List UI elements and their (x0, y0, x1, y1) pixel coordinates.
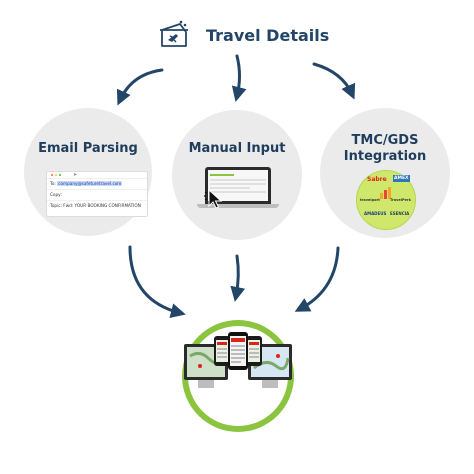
amadeus-logo: AMADEUS (364, 211, 387, 216)
tmc-logos-disc: Sabre AMEX travelport TravelPerk AMADEUS… (356, 170, 416, 230)
minimize-dot-icon (55, 173, 58, 176)
travelport-logo: travelport (360, 198, 380, 202)
page-title: Travel Details (206, 26, 330, 45)
email-parsing-label: Email Parsing (38, 141, 138, 156)
email-to-row: To: company@safeturetravel.com (47, 179, 147, 190)
maximize-dot-icon (59, 173, 62, 176)
travel-ticket-icon (160, 20, 188, 47)
manual-input-label: Manual Input (188, 141, 286, 156)
esencia-logo: ESENCIA (390, 211, 410, 216)
email-copy-label: Copy: (50, 192, 62, 197)
email-to-value: company@safeturetravel.com (57, 181, 123, 186)
mouse-cursor-icon (204, 188, 223, 209)
arrow-email-to-app (128, 245, 186, 318)
email-to-label: To: (50, 181, 56, 186)
travel-details-header (156, 18, 336, 54)
bar-chart-logo-icon (380, 187, 391, 199)
email-topic-row: Topic: Fwd: YOUR BOOKING CONFIRMATION (47, 201, 147, 211)
arrow-to-email (116, 68, 164, 106)
app-devices-illustration (182, 320, 294, 432)
amex-logo: AMEX (393, 175, 410, 182)
send-icon: ➤ (73, 172, 78, 178)
tmc-gds-label: TMC/GDS Integration (343, 133, 427, 164)
travelperk-logo: TravelPerk (390, 198, 411, 202)
phone-right-icon (246, 336, 262, 366)
arrow-to-manual (231, 54, 247, 102)
phone-center-icon (228, 332, 248, 370)
arrow-tmc-to-app (294, 246, 340, 312)
close-dot-icon (51, 173, 54, 176)
email-topic-value: Fwd: YOUR BOOKING CONFIRMATION (63, 203, 141, 208)
sabre-logo: Sabre (367, 176, 387, 183)
arrow-manual-to-app (230, 254, 246, 302)
laptop-base (197, 204, 279, 208)
email-copy-row: Copy: (47, 190, 147, 201)
email-preview-card: ➤ To: company@safeturetravel.com Copy: T… (46, 171, 148, 217)
phone-left-icon (214, 336, 230, 366)
arrow-to-tmc (312, 62, 356, 100)
email-topic-label: Topic: (50, 203, 62, 208)
